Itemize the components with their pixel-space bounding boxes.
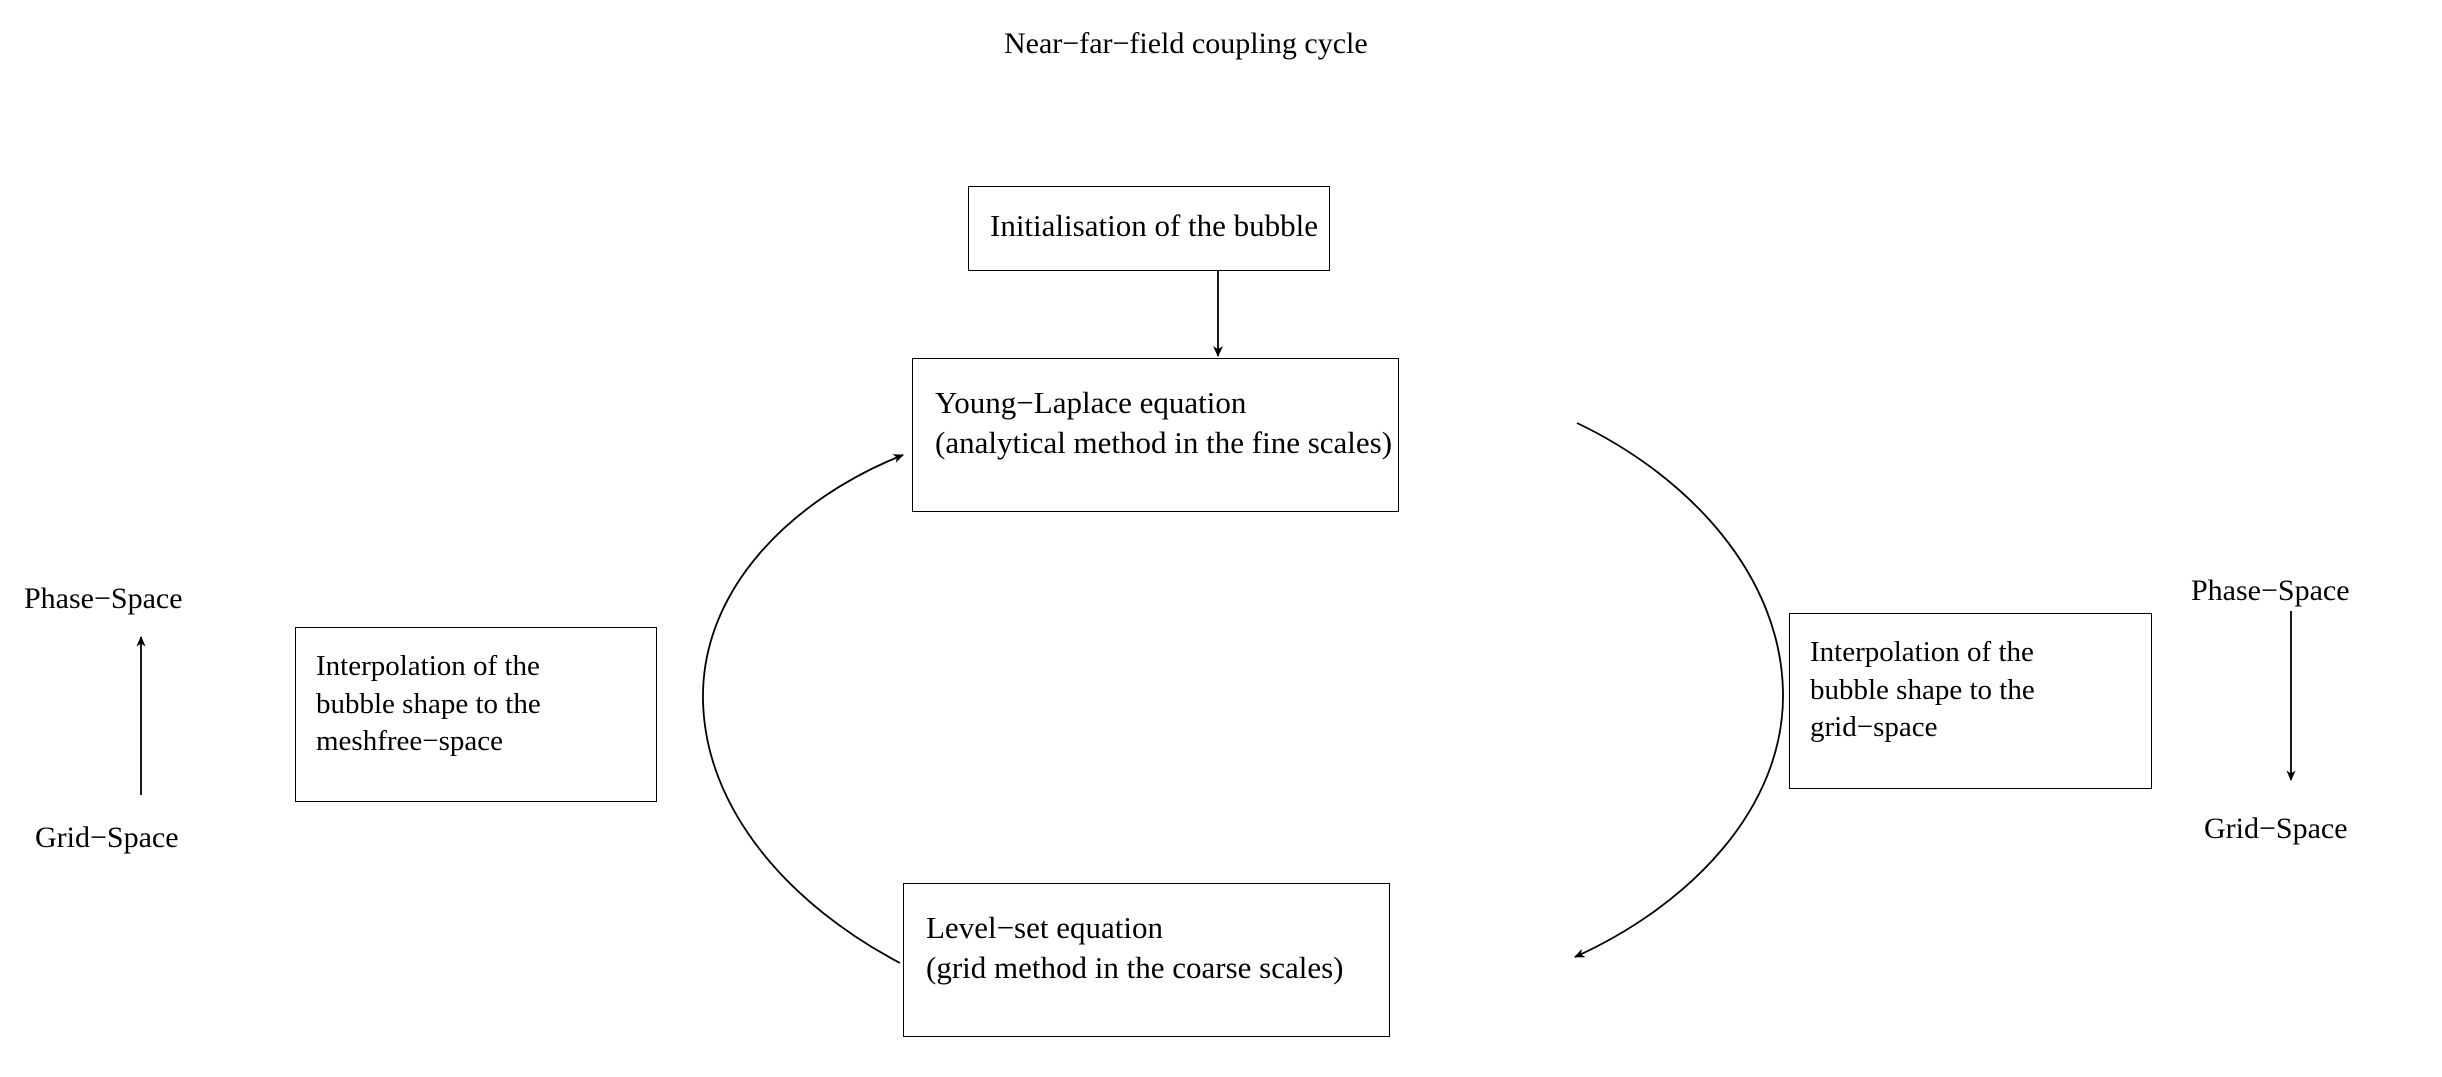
label-right-grid-space: Grid−Space (2204, 812, 2348, 845)
page-title: Near−far−field coupling cycle (1004, 27, 1368, 60)
label-left-grid-space: Grid−Space (35, 821, 179, 854)
box-young-laplace-line1: Young−Laplace equation (935, 385, 1247, 420)
box-interpolation-meshfree-line3: meshfree−space (316, 725, 504, 758)
label-left-phase-space: Phase−Space (24, 582, 183, 615)
box-young-laplace-line2: (analytical method in the fine scales) (935, 425, 1393, 461)
arc-young-laplace-to-level-set (1574, 422, 1784, 958)
box-interpolation-grid-line1: Interpolation of the (1810, 636, 2034, 668)
box-initialisation[interactable]: Initialisation of the bubble (968, 186, 1330, 271)
box-level-set-equation[interactable]: Level−set equation (grid method in the c… (903, 883, 1390, 1037)
box-interpolation-grid[interactable]: Interpolation of the bubble shape to the… (1789, 613, 2152, 789)
box-level-set-line2: (grid method in the coarse scales) (926, 950, 1344, 986)
box-level-set-line1: Level−set equation (926, 910, 1163, 945)
box-interpolation-meshfree-line2: bubble shape to the (316, 687, 541, 720)
box-interpolation-grid-line2: bubble shape to the (1810, 673, 2035, 706)
box-interpolation-meshfree[interactable]: Interpolation of the bubble shape to the… (295, 627, 657, 802)
box-interpolation-grid-line3: grid−space (1810, 711, 1938, 744)
label-right-phase-space: Phase−Space (2191, 574, 2350, 607)
arc-level-set-to-young-laplace (702, 454, 904, 964)
box-interpolation-meshfree-line1: Interpolation of the (316, 650, 540, 682)
box-young-laplace-equation[interactable]: Young−Laplace equation (analytical metho… (912, 358, 1399, 512)
box-initialisation-line1: Initialisation of the bubble (990, 208, 1319, 243)
